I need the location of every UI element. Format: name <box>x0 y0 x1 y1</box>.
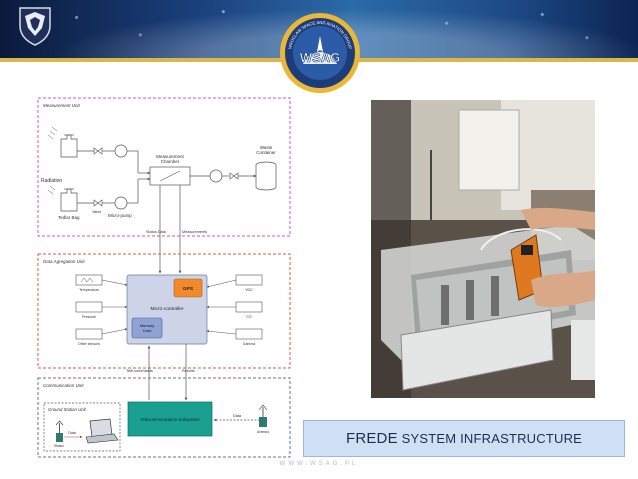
logo-text: WSAG <box>300 50 340 65</box>
frede-block-diagram: Measurement Unit Radiation Tedlar Bag Va… <box>37 97 291 458</box>
sensor-label: Temperature <box>79 288 99 292</box>
status-data-label: Status Data <box>146 230 167 234</box>
caption-rest: SYSTEM INFRASTRUCTURE <box>397 431 583 446</box>
telecommunication-subsystem-box <box>127 401 213 437</box>
pump-icon <box>209 169 223 183</box>
co-sensor: CO <box>206 301 263 319</box>
ground-station-box <box>43 402 121 452</box>
gps-label: GPS <box>183 286 194 292</box>
measurement-unit-title: Measurement Unit <box>43 103 81 108</box>
micro-pump-label: Micro-pump <box>108 213 132 218</box>
sensor-label: Gamma <box>243 342 256 346</box>
sensor-label: Other sensors <box>78 342 100 346</box>
memory-card-label-line1: Memory <box>140 323 154 328</box>
waste-container-icon <box>255 161 277 191</box>
ground-link-label: Data <box>68 431 75 435</box>
measurement-unit: Measurement Unit Radiation Tedlar Bag Va… <box>37 97 291 237</box>
radiation-label: Radiation <box>41 178 62 184</box>
waste-label-line1: Waste <box>260 145 273 150</box>
temperature-sensor: Temperature <box>75 274 128 292</box>
sensor-label: Pressure <box>82 315 96 319</box>
hardware-photo-illustration <box>371 100 595 398</box>
antenna-label: Antenna <box>257 430 269 434</box>
valve-icon <box>93 147 103 155</box>
tedlar-bag-icon <box>60 134 78 158</box>
gamma-sensor: Gamma <box>206 328 263 346</box>
station-label: Station <box>54 444 64 448</box>
telecommunication-subsystem-label: Telecommunication Subsystem <box>140 417 200 422</box>
pressure-sensor: Pressure <box>75 301 128 319</box>
results-label: Results <box>182 369 195 373</box>
voc-sensor: VOC <box>206 274 263 292</box>
measurements-label: Measurements <box>182 230 207 234</box>
valve-icon <box>229 172 239 180</box>
tedlar-bag-label: Tedlar Bag <box>58 215 80 220</box>
valve-label: Valve <box>92 210 101 214</box>
ground-station-label: Ground Station Unit <box>48 407 87 412</box>
caption-first-word: FREDE <box>345 430 398 447</box>
gps-box <box>173 278 203 298</box>
antenna-icon <box>258 404 268 427</box>
sensor-label: CO <box>246 315 252 319</box>
valve-icon <box>93 199 103 207</box>
wsag-logo: WSAG WROCLAW SPACE AND AVIATION GROUP <box>280 13 360 93</box>
chamber-label-line2: Chamber <box>161 159 180 164</box>
aggregation-unit-title: Data Agregation Unit <box>43 259 85 264</box>
tedlar-bag-icon <box>60 188 78 212</box>
laptop-icon <box>85 418 119 444</box>
data-link-label: Data <box>233 414 242 418</box>
memory-card-box <box>131 317 163 339</box>
university-shield-icon <box>19 7 51 46</box>
tele-commands-label: Tele-commands <box>126 369 153 373</box>
data-aggregation-unit: Data Agregation Unit Micro-controller GP… <box>37 253 291 369</box>
antenna-icon <box>55 420 64 442</box>
frede-hardware-photo <box>371 100 595 398</box>
radiation-arrows-icon <box>47 126 58 140</box>
micro-controller-label: Micro-controller <box>150 306 183 312</box>
caption-box: FREDE SYSTEM INFRASTRUCTURE <box>303 420 625 457</box>
sensor-label: VOC <box>245 288 253 292</box>
waste-label-line2: Container <box>256 150 276 155</box>
communication-unit: Communication Unit Ground Station Unit S… <box>37 377 291 458</box>
pump-icon <box>114 196 128 210</box>
memory-card-label-line2: Card <box>143 328 152 333</box>
communication-unit-title: Communication Unit <box>43 383 84 388</box>
pump-icon <box>114 144 128 158</box>
other-sensors: Other sensors <box>75 328 128 346</box>
chamber-label-line1: Measurement <box>156 154 184 159</box>
website-footer: WWW.WSAG.PL <box>279 461 359 467</box>
radiation-arrows-icon <box>47 185 56 195</box>
